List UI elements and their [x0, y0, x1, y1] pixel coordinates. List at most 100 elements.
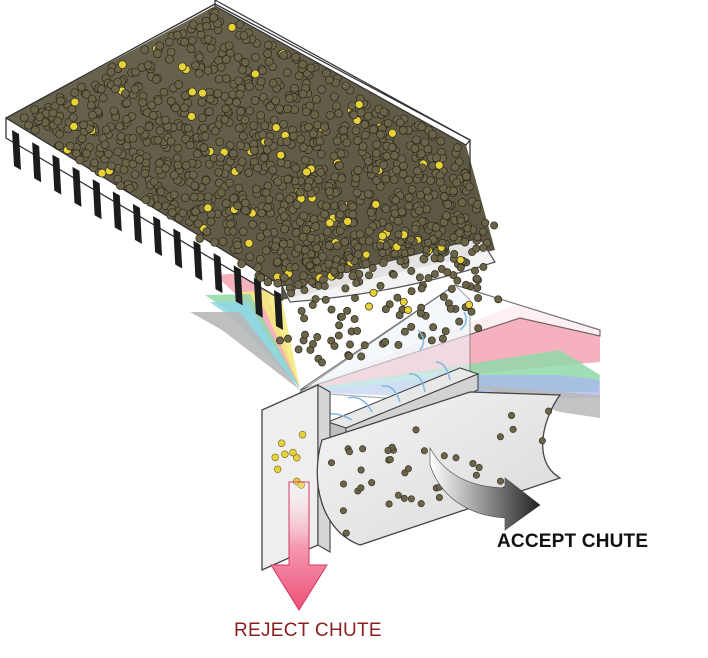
grain — [441, 327, 450, 336]
grain — [106, 67, 116, 77]
grain — [358, 142, 368, 151]
grain — [426, 176, 436, 186]
grain — [82, 149, 91, 158]
grain — [199, 123, 208, 133]
tray-fin — [92, 179, 102, 220]
grain — [392, 165, 401, 175]
defect-grain — [203, 203, 213, 213]
grain — [149, 177, 159, 187]
grain — [275, 192, 285, 202]
grain — [238, 227, 248, 236]
grain — [221, 104, 231, 114]
grain — [317, 85, 327, 94]
grain — [396, 257, 405, 266]
grain — [234, 76, 244, 86]
grain — [321, 201, 331, 211]
defect-grain — [70, 97, 80, 107]
grain — [325, 75, 334, 85]
defect-grain — [365, 302, 373, 311]
grain — [191, 207, 200, 216]
grain — [456, 216, 465, 225]
grain — [70, 88, 79, 98]
grain — [353, 136, 362, 145]
grain — [122, 141, 132, 151]
grain — [249, 146, 259, 155]
grain — [170, 170, 179, 180]
grain — [332, 255, 341, 264]
grain — [276, 158, 286, 167]
defect-grain — [277, 439, 286, 447]
grain — [192, 149, 202, 159]
grain — [360, 341, 369, 350]
grain — [283, 104, 292, 114]
defect-grain — [325, 218, 335, 228]
defect-grain — [434, 160, 444, 170]
grain — [253, 263, 263, 273]
grain — [430, 270, 439, 279]
grain — [333, 241, 342, 251]
grain — [98, 93, 108, 103]
grain — [166, 96, 176, 106]
grain — [232, 98, 241, 107]
grain — [325, 110, 335, 120]
grain — [56, 96, 65, 106]
grain — [417, 284, 426, 293]
grain — [195, 52, 205, 62]
grain — [364, 189, 373, 199]
grain — [385, 500, 393, 508]
grain — [279, 239, 288, 249]
grain — [353, 326, 362, 335]
defect-grain — [69, 122, 79, 131]
grain — [164, 37, 174, 47]
grain — [287, 289, 296, 298]
grain — [165, 54, 174, 64]
grain — [312, 243, 322, 253]
grain — [422, 245, 431, 254]
grain — [452, 178, 461, 187]
grain — [235, 89, 245, 99]
grain — [279, 50, 289, 60]
grain — [203, 66, 213, 75]
grain — [351, 173, 361, 183]
defect-grain — [198, 88, 207, 98]
grain — [538, 437, 546, 445]
grain — [469, 459, 477, 467]
grain — [410, 224, 420, 234]
grain — [128, 133, 138, 143]
grain — [343, 306, 352, 315]
grain — [327, 459, 335, 467]
defect-grain — [244, 238, 254, 248]
grain — [473, 274, 481, 283]
grain — [384, 223, 394, 232]
beam-yellow-left — [240, 290, 300, 388]
grain — [30, 105, 39, 114]
grain — [273, 278, 283, 288]
grain — [415, 273, 424, 282]
grain — [407, 267, 416, 275]
grain — [199, 143, 209, 152]
grain — [456, 263, 465, 272]
grain — [48, 108, 58, 118]
grain — [359, 445, 367, 453]
grain — [122, 98, 132, 108]
grain — [407, 495, 415, 503]
grain — [153, 96, 163, 106]
tray-fin — [193, 240, 203, 281]
grain — [316, 149, 326, 159]
grain — [316, 167, 326, 177]
feed-tray — [5, 0, 496, 330]
grain — [460, 237, 470, 247]
grain — [314, 175, 323, 185]
grain — [206, 217, 216, 226]
grain — [279, 211, 289, 221]
grain — [394, 491, 402, 499]
grain — [490, 221, 499, 230]
defect-grain — [274, 465, 282, 473]
grain — [351, 126, 361, 136]
grain — [474, 324, 483, 333]
grain — [116, 181, 125, 191]
grain — [349, 110, 359, 120]
grain — [280, 224, 289, 234]
grain — [271, 242, 280, 252]
grain — [216, 62, 226, 72]
